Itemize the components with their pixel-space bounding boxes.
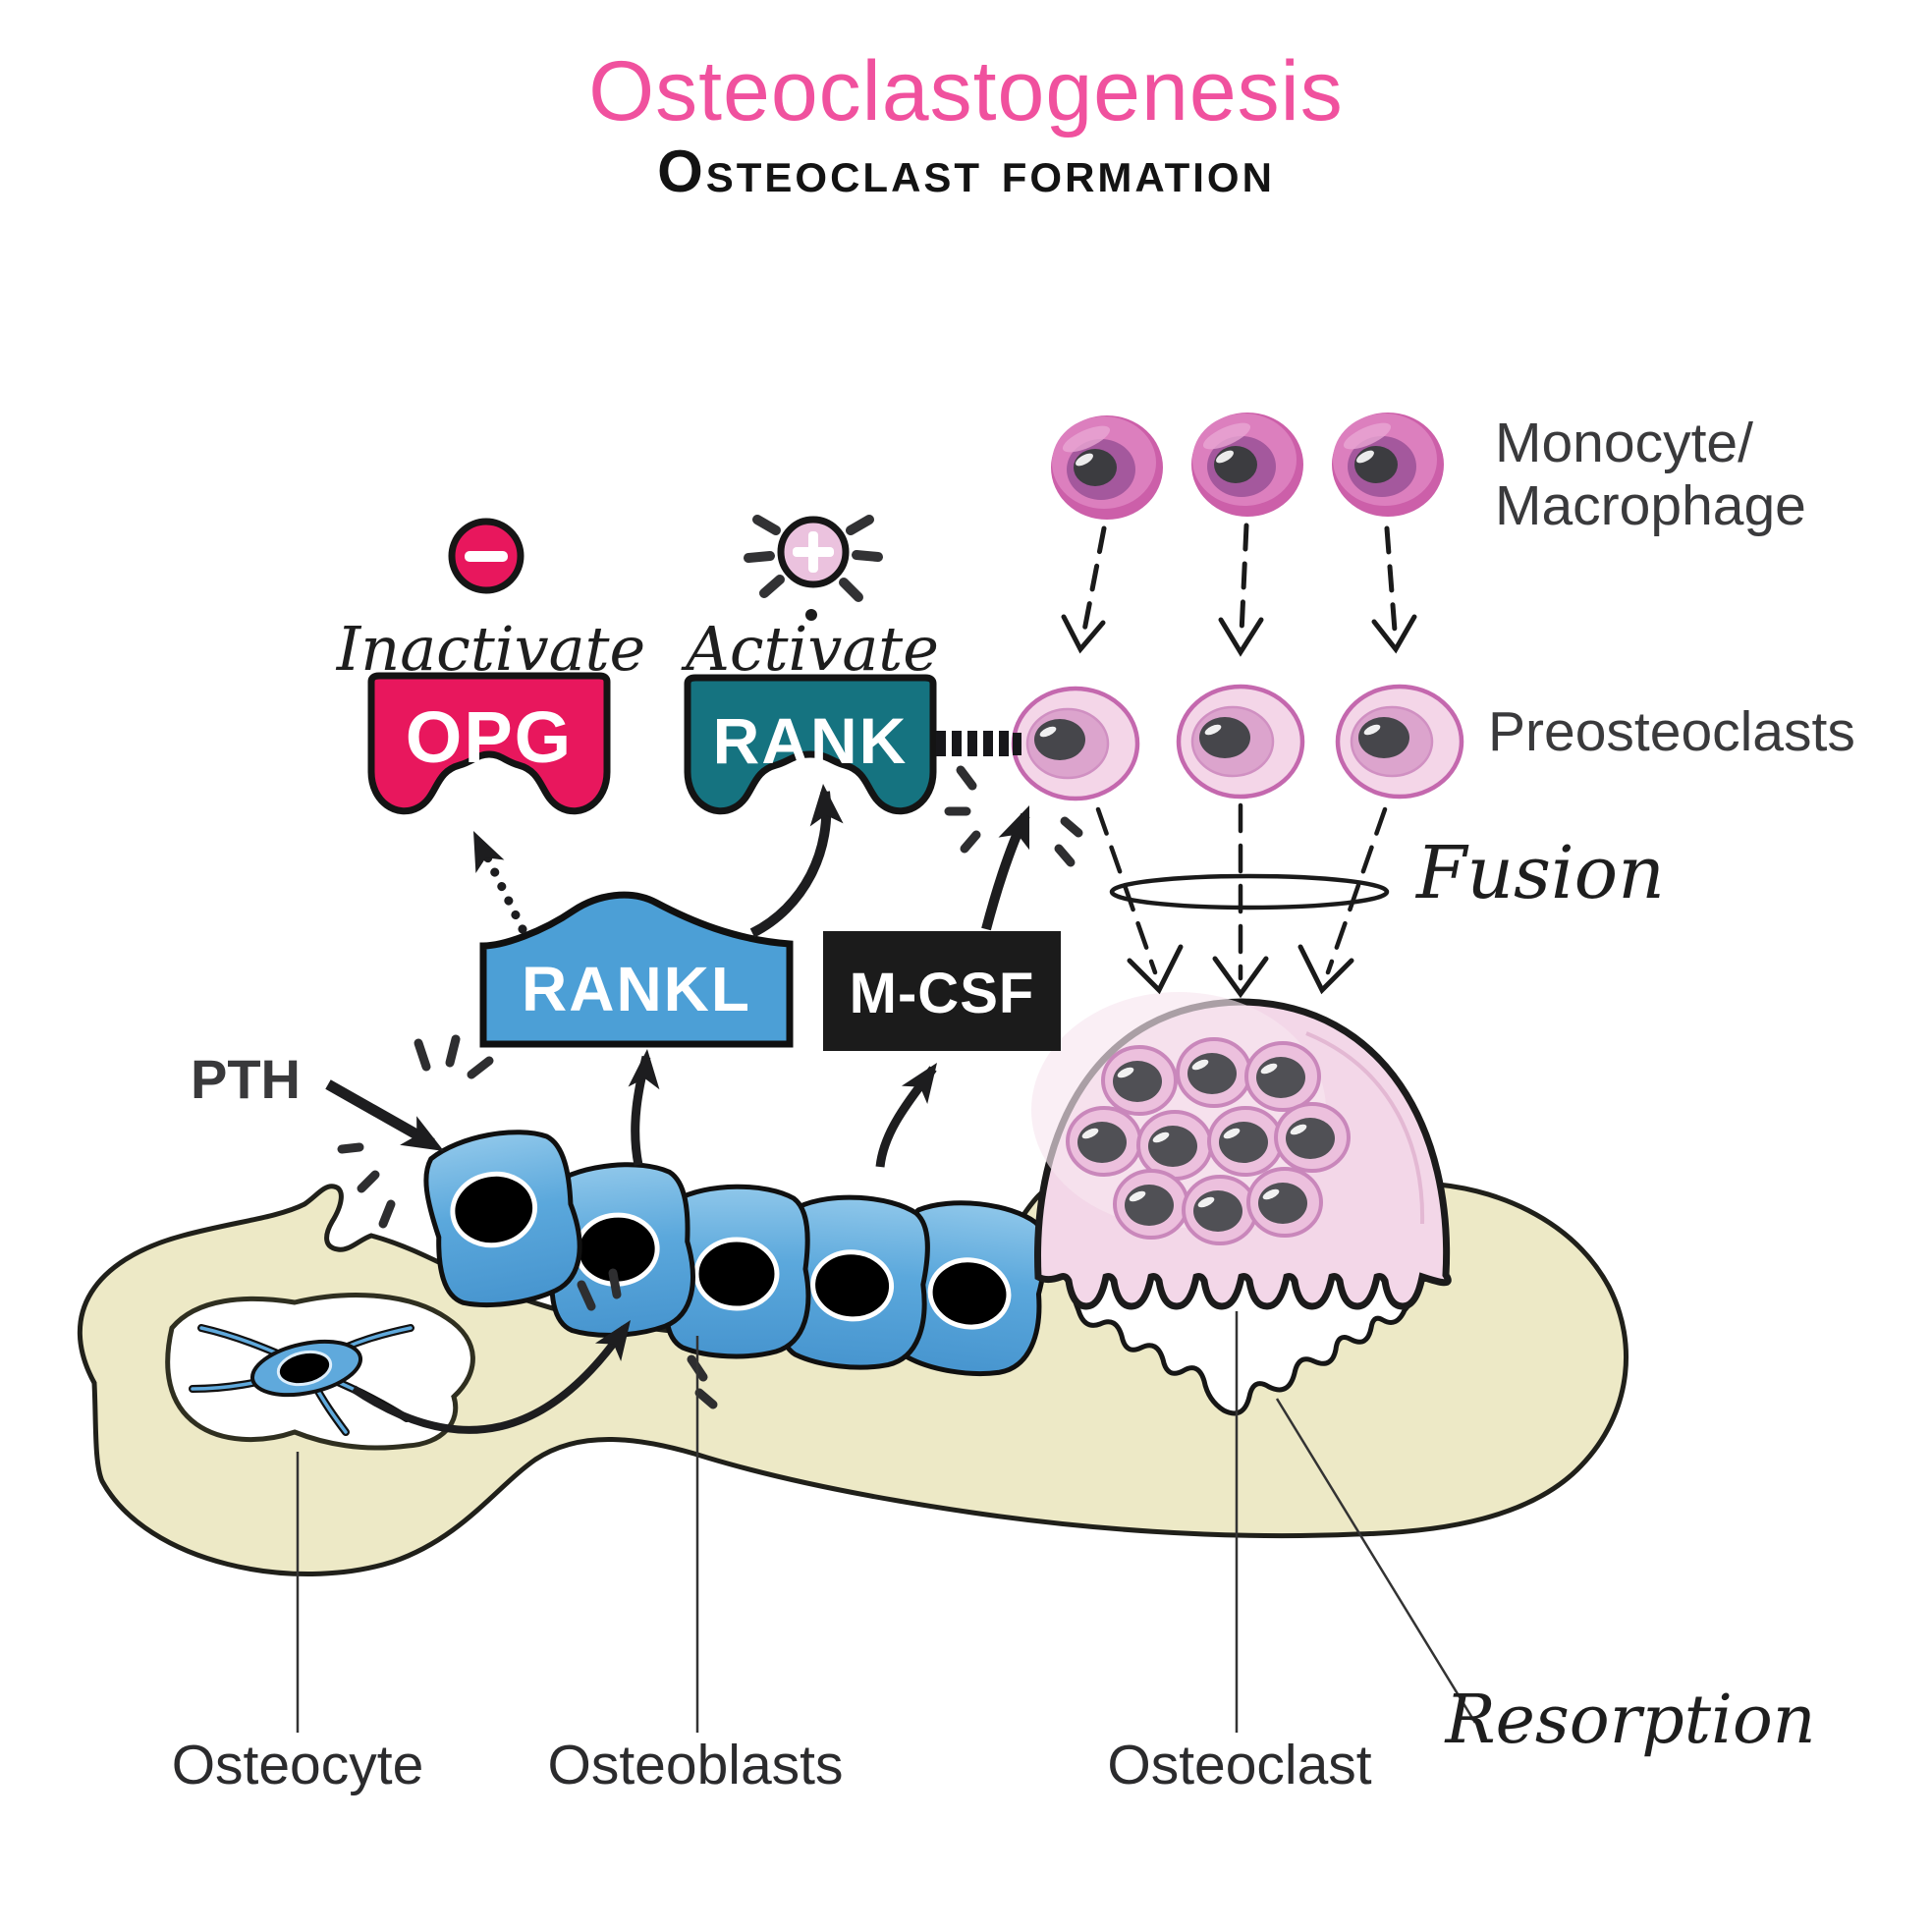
osteoblasts-label: Osteoblasts [547,1734,844,1796]
monocyte-cell [1051,415,1163,520]
signal-arrows [325,784,1030,1434]
label-leader-lines [296,1311,1477,1733]
minus-icon [448,518,524,594]
monocyte-cell [1332,413,1444,517]
opg-label: OPG [405,696,574,778]
rankl-box [479,891,794,1048]
burst-marks [337,765,1083,1409]
fusion-label: Fusion [1416,831,1665,915]
monocyte-label-line1: Monocyte/ [1495,412,1753,474]
osteoblast-cell [663,1184,811,1359]
osteoclast-cell [1031,992,1452,1310]
preosteoclast-cell [1011,686,1140,801]
pth-label: PTH [191,1048,301,1110]
opg-box [367,672,611,815]
preosteoclast-row [1011,684,1464,801]
resorption-label: Resorption [1445,1682,1816,1759]
page-title: Osteoclastogenesis [588,44,1344,138]
preosteoclast-cell [1176,684,1305,800]
monocyte-row [1051,413,1444,520]
monocyte-label: Monocyte/ Macrophage [1495,412,1806,538]
osteoblast-row [423,1130,1048,1377]
preosteoclasts-label: Preosteoclasts [1488,700,1855,763]
rank-label: RANK [712,704,909,777]
differentiation-arrows [1061,523,1417,657]
rank-box [684,674,937,815]
rank-binding-dashes [936,731,1021,756]
mcsf-box [823,931,1061,1051]
fusion-funnel [1095,802,1390,999]
osteocyte-label: Osteocyte [171,1734,424,1796]
osteoblast-cell [779,1194,930,1370]
page-subtitle: Osteoclast formation [657,138,1275,204]
osteoclast-label: Osteoclast [1107,1734,1372,1796]
osteoblast-cell [892,1200,1048,1377]
plus-icon [744,515,883,621]
preosteoclast-cell [1335,684,1464,800]
monocyte-label-line2: Macrophage [1495,473,1806,537]
activate-label: Activate [686,613,939,685]
rankl-label: RANKL [522,954,751,1024]
inactivate-label: Inactivate [336,613,646,685]
osteoblast-cell [423,1130,582,1308]
osteoclast-nuclei [1066,1037,1351,1245]
mcsf-label: M-CSF [849,962,1035,1025]
monocyte-cell [1191,413,1303,517]
